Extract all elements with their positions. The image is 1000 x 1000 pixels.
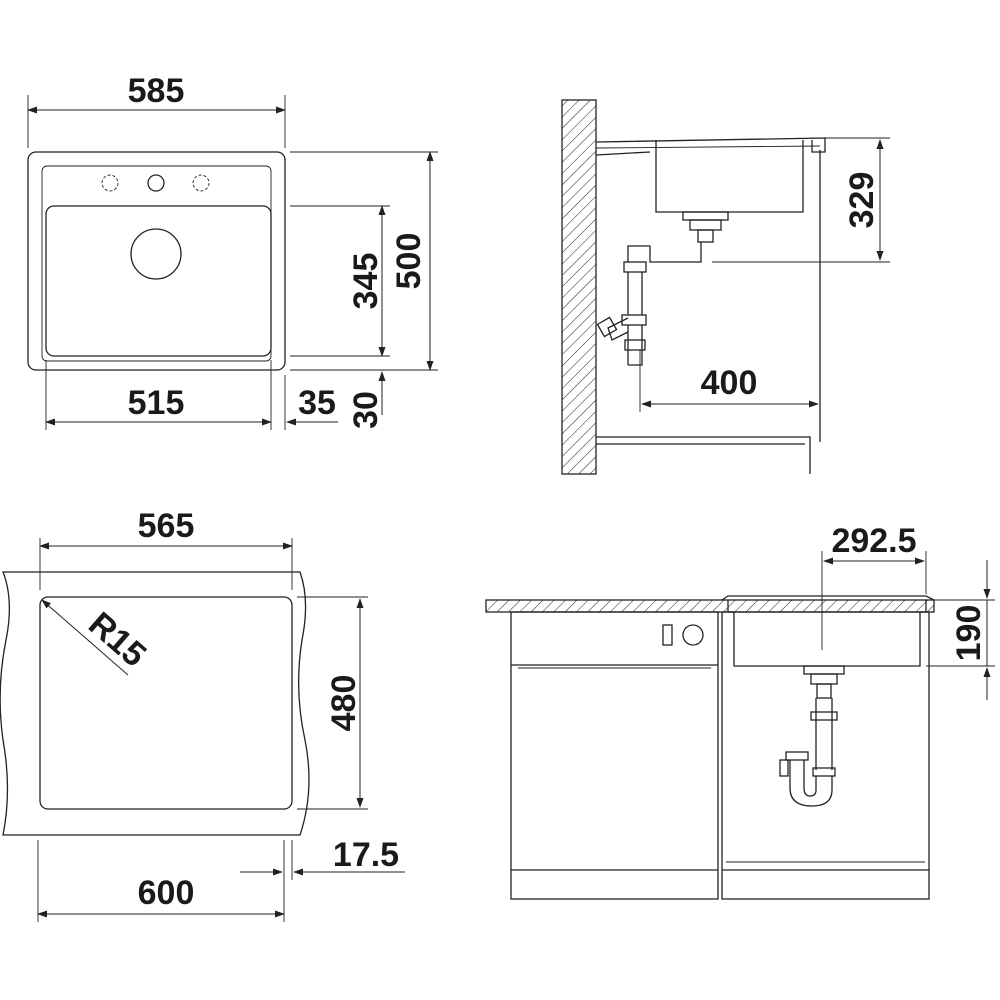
dim-waste-offset: 400 bbox=[701, 364, 758, 402]
dim-cabinet-width: 600 bbox=[138, 874, 195, 912]
cutout-outline bbox=[39, 596, 293, 810]
dim-edge-offset: 17.5 bbox=[333, 836, 399, 874]
dim-front-margin: 30 bbox=[347, 391, 385, 429]
tap-hole-center-icon bbox=[147, 174, 165, 192]
wall-hatch bbox=[561, 99, 597, 475]
countertop-hatch bbox=[485, 599, 935, 613]
sink-inner-rim bbox=[41, 165, 272, 362]
dim-overall-depth: 500 bbox=[390, 233, 428, 290]
dim-corner-radius: R15 bbox=[81, 605, 153, 675]
radius-leader bbox=[41, 599, 129, 676]
countertop-break-outline bbox=[0, 571, 310, 836]
dim-drain-center-offset: 292.5 bbox=[831, 522, 916, 560]
drain-trap-icon bbox=[779, 665, 845, 807]
dim-bowl-height-front: 190 bbox=[950, 605, 988, 662]
dim-bowl-width: 515 bbox=[128, 384, 185, 422]
top-view: 585 500 345 30 515 35 bbox=[27, 72, 438, 430]
dim-bowl-height-side: 329 bbox=[843, 172, 881, 229]
dim-side-margin: 35 bbox=[298, 384, 336, 422]
bowl-outline bbox=[45, 205, 272, 357]
cutout-view: R15 565 480 600 17.5 bbox=[0, 507, 405, 922]
front-section-view: 292.5 190 bbox=[485, 522, 995, 900]
drain-hole-icon bbox=[130, 228, 182, 280]
side-section-view: 329 400 bbox=[561, 99, 890, 475]
sink-bowl-section bbox=[655, 140, 804, 213]
dim-cutout-depth: 480 bbox=[325, 675, 363, 732]
control-button-icon bbox=[662, 624, 673, 646]
tap-hole-right-icon bbox=[192, 174, 210, 192]
dim-overall-width: 585 bbox=[128, 72, 185, 110]
sink-cabinet bbox=[721, 611, 930, 900]
waste-trap-icon bbox=[596, 211, 729, 366]
dim-cutout-width: 565 bbox=[138, 507, 195, 545]
countertop-section bbox=[595, 137, 826, 156]
dim-bowl-depth: 345 bbox=[347, 253, 385, 310]
sink-outline bbox=[27, 151, 286, 371]
tap-hole-left-icon bbox=[101, 174, 119, 192]
dishwasher-cabinet bbox=[510, 611, 719, 900]
control-knob-icon bbox=[682, 624, 704, 646]
cabinet-base bbox=[596, 436, 811, 474]
